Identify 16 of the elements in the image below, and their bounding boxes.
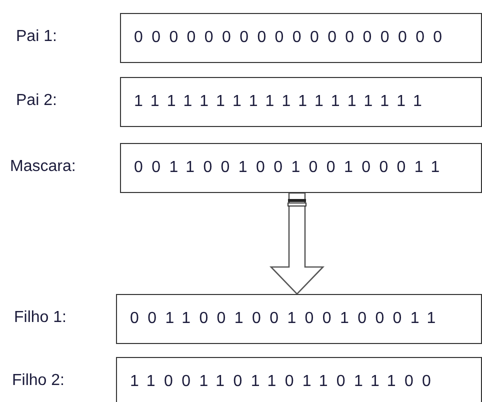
- bit-string: 001100100100100011: [134, 159, 448, 177]
- row-label: Mascara:: [10, 158, 76, 176]
- row-label: Filho 2:: [12, 372, 64, 390]
- row-label: Pai 2:: [16, 92, 57, 110]
- bit-string: 000000000000000000: [134, 29, 451, 47]
- bit-string-box: [120, 77, 482, 127]
- bit-string-box: [116, 357, 482, 402]
- bit-string: 110011011011011100: [130, 373, 440, 391]
- block-arrow: [269, 192, 325, 295]
- row-label: Pai 1:: [16, 28, 57, 46]
- bit-string: 001100100100100011: [130, 310, 444, 328]
- bit-string-box: [120, 13, 482, 63]
- bit-string: 111111111111111111: [134, 93, 431, 111]
- row-label: Filho 1:: [14, 309, 66, 327]
- bit-string-box: [116, 294, 482, 344]
- bit-string-box: [120, 143, 482, 193]
